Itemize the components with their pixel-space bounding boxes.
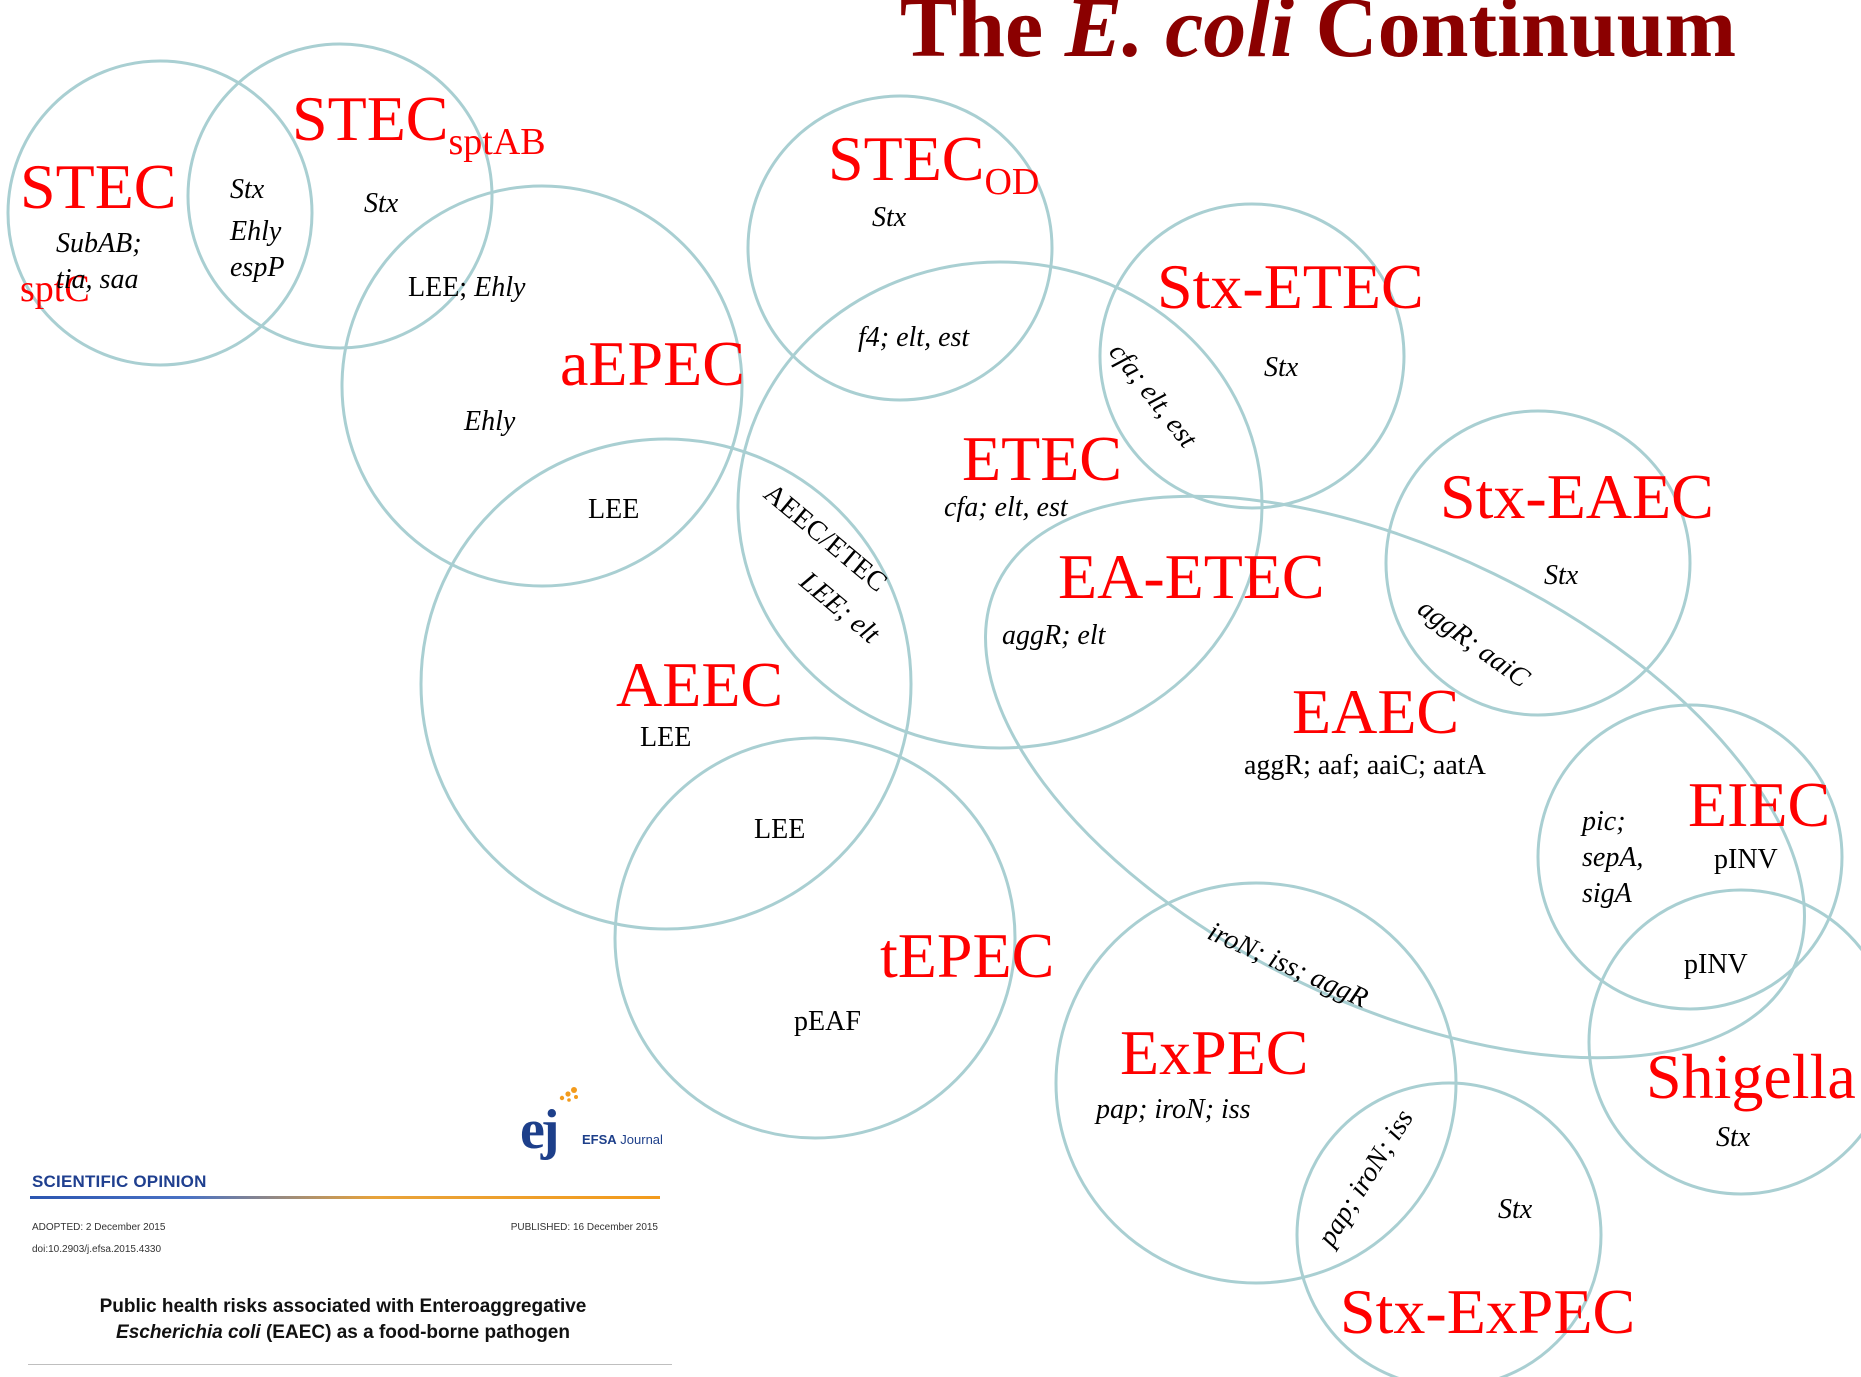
- logo-dots-icon: [559, 1087, 578, 1102]
- expec-label: ExPEC: [1120, 1017, 1308, 1088]
- sptab-stx-text: Stx: [364, 188, 399, 219]
- aeec-lee-text: LEE: [640, 722, 691, 753]
- shigella-circle: [1587, 888, 1861, 1196]
- shigella-pinv-text: pINV: [1684, 949, 1748, 980]
- stxexpec-stx-text: Stx: [1498, 1194, 1533, 1225]
- shigella-label: Shigella: [1646, 1041, 1856, 1112]
- efsa-journal-logo: ej EFSA Journal: [520, 1087, 680, 1162]
- paper-title: Public health risks associated with Ente…: [28, 1294, 658, 1346]
- stx-eaec-label: Stx-EAEC: [1440, 461, 1714, 532]
- paper-title-line-2: Escherichia coli (EAEC) as a food-borne …: [116, 1322, 570, 1343]
- aepec-lee-text: LEE: [588, 494, 639, 525]
- tepec-label: tEPEC: [880, 920, 1054, 991]
- tepec-peaf-text: pEAF: [794, 1006, 861, 1037]
- etec-ellipse: [736, 260, 1264, 750]
- stec-tia-text: tia, saa: [56, 264, 138, 295]
- pic-text: pic;: [1580, 806, 1626, 837]
- stx-etec-circle: [1098, 202, 1406, 510]
- etec-cfa-text: cfa; elt, est: [944, 492, 1069, 523]
- eiec-pinv-text: pINV: [1714, 844, 1778, 875]
- stxetec-stx-text: Stx: [1264, 352, 1299, 383]
- stxeaec-stx-text: Stx: [1544, 560, 1579, 591]
- stx-etec-label: Stx-ETEC: [1157, 251, 1424, 322]
- tepec-circle: [613, 736, 1017, 1140]
- section-heading: SCIENTIFIC OPINION: [32, 1172, 207, 1191]
- f4-text: f4; elt, est: [858, 322, 970, 353]
- etec-label: ETEC: [962, 423, 1122, 494]
- expec-genes-text: pap; iroN; iss: [1094, 1094, 1251, 1125]
- stecod-stx-text: Stx: [872, 202, 907, 233]
- paper-title-line-1: Public health risks associated with Ente…: [99, 1296, 587, 1317]
- eiec-label: EIEC: [1688, 769, 1830, 840]
- pap-diagonal-text: pap; iroN; iss: [1311, 1104, 1420, 1253]
- stec-od-label: STECOD: [828, 123, 1039, 203]
- doi-text: doi:10.2903/j.efsa.2015.4330: [32, 1244, 161, 1255]
- sepa-text: sepA,: [1582, 842, 1643, 873]
- logo-mark: ej: [520, 1099, 559, 1161]
- stx-expec-circle: [1295, 1081, 1603, 1377]
- aepec-label: aEPEC: [560, 328, 745, 399]
- stec-od-circle: [746, 94, 1054, 402]
- logo-wordmark: EFSA Journal: [582, 1132, 663, 1147]
- iron-iss-aggr-text: iroN; iss; aggR: [1203, 916, 1372, 1014]
- published-date: PUBLISHED: 16 December 2015: [510, 1222, 658, 1233]
- tepec-lee-text: LEE: [754, 814, 805, 845]
- eaec-label: EAEC: [1292, 676, 1459, 747]
- stec-circle: [6, 59, 314, 367]
- page-title: The E. coli Continuum: [900, 0, 1736, 75]
- ea-etec-label: EA-ETEC: [1058, 541, 1325, 612]
- sptc-label: sptC: [20, 268, 90, 310]
- circle-group: [6, 42, 1861, 1377]
- eiec-circle: [1536, 703, 1844, 1011]
- efsa-header-card: ej EFSA Journal SCIENTIFIC OPINION ADOPT…: [28, 1080, 688, 1376]
- stec-label: STEC: [20, 151, 176, 222]
- aeec-label: AEEC: [616, 649, 783, 720]
- aepec-ehly-text: Ehly: [463, 406, 516, 437]
- adopted-date: ADOPTED: 2 December 2015: [32, 1222, 166, 1233]
- siga-text: sigA: [1582, 878, 1633, 909]
- aepec-circle: [340, 184, 744, 588]
- lee-ehly-text: LEE; Ehly: [408, 272, 526, 303]
- stx-eaec-circle: [1384, 409, 1692, 717]
- stx-expec-label: Stx-ExPEC: [1340, 1276, 1635, 1347]
- eaec-genes-text: aggR; aaf; aaiC; aatA: [1244, 750, 1487, 781]
- aeec-circle: [419, 437, 913, 931]
- stec-subab-text: SubAB;: [56, 228, 142, 259]
- overlap-espp-text: espP: [230, 252, 284, 283]
- stec-sptab-circle: [186, 42, 494, 350]
- overlap-stx-text: Stx: [230, 174, 265, 205]
- shigella-stx-text: Stx: [1716, 1122, 1751, 1153]
- section-divider: [30, 1196, 660, 1199]
- bottom-rule: [28, 1364, 672, 1365]
- ea-etec-aggr-text: aggR; elt: [1002, 620, 1107, 651]
- overlap-ehly-text: Ehly: [229, 216, 282, 247]
- stec-sptab-label: STECsptAB: [292, 83, 546, 163]
